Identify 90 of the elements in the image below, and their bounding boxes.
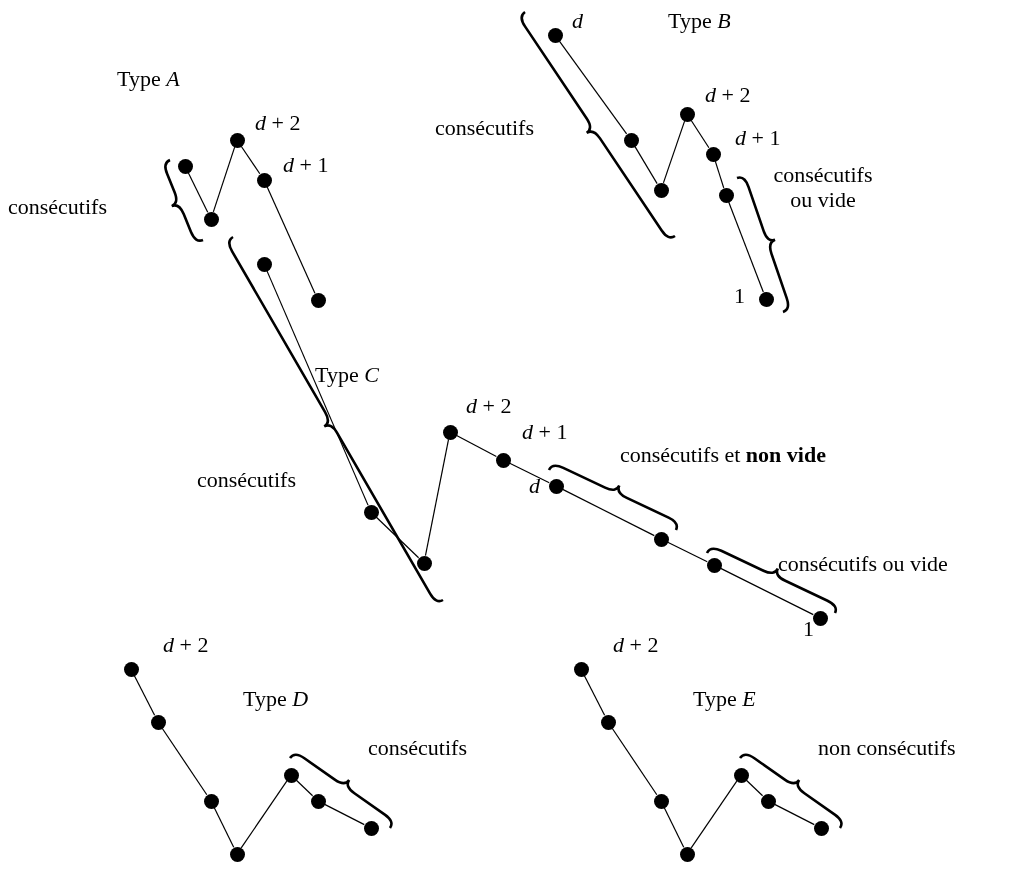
connecting-line xyxy=(562,488,655,537)
point xyxy=(495,452,511,468)
annotation-text: non consécutifs xyxy=(818,735,956,761)
point xyxy=(600,714,616,730)
connecting-line xyxy=(662,120,686,184)
point-label: d xyxy=(572,8,583,34)
point-label: d + 2 xyxy=(466,393,512,419)
connecting-line xyxy=(774,803,815,826)
connecting-line xyxy=(295,779,314,797)
point xyxy=(283,767,299,783)
point xyxy=(679,106,695,122)
point xyxy=(705,146,721,162)
point xyxy=(679,846,695,862)
point-label: 1 xyxy=(803,616,814,642)
connecting-line xyxy=(456,434,497,458)
point xyxy=(653,531,669,547)
point-label: d + 2 xyxy=(613,632,659,658)
point xyxy=(203,793,219,809)
annotation-text: consécutifs ou vide xyxy=(772,162,874,213)
point xyxy=(177,158,193,174)
connecting-line xyxy=(745,779,764,797)
point xyxy=(812,610,828,626)
annotation-text: consécutifs xyxy=(8,194,107,220)
connecting-line xyxy=(324,803,365,826)
point xyxy=(229,132,245,148)
connecting-line xyxy=(161,727,208,796)
annotation-text: Type D xyxy=(243,686,309,712)
annotation-text: Type C xyxy=(315,362,379,388)
point xyxy=(548,478,564,494)
point xyxy=(256,256,272,272)
annotation-text: consécutifs et non vide xyxy=(620,442,826,468)
connecting-line xyxy=(558,40,628,135)
connecting-line xyxy=(611,727,658,796)
point xyxy=(758,291,774,307)
annotation-text: consécutifs ou vide xyxy=(778,551,948,577)
point xyxy=(229,846,245,862)
point xyxy=(123,661,139,677)
annotation-text: Type B xyxy=(668,8,731,34)
point xyxy=(573,661,589,677)
point xyxy=(363,504,379,520)
point xyxy=(733,767,749,783)
connecting-line xyxy=(583,675,606,716)
annotation-text: Type E xyxy=(693,686,756,712)
connecting-line xyxy=(240,780,288,849)
connecting-line xyxy=(375,516,420,559)
point xyxy=(653,793,669,809)
point xyxy=(416,555,432,571)
point-label: d + 1 xyxy=(735,125,781,151)
connecting-line xyxy=(720,567,814,616)
connecting-line xyxy=(634,145,658,185)
annotation-text: consécutifs xyxy=(368,735,467,761)
connecting-line xyxy=(728,201,764,293)
point xyxy=(150,714,166,730)
connecting-line xyxy=(424,438,450,557)
point xyxy=(718,187,734,203)
connecting-line xyxy=(133,675,156,716)
connecting-line xyxy=(212,146,236,213)
point xyxy=(310,292,326,308)
point-label: d + 2 xyxy=(255,110,301,136)
connecting-line xyxy=(240,145,261,175)
connecting-line xyxy=(667,541,708,563)
annotation-text: Type A xyxy=(117,66,180,92)
point-label: 1 xyxy=(734,283,745,309)
point-label: d + 1 xyxy=(283,152,329,178)
connecting-line xyxy=(266,186,316,294)
point-label: d xyxy=(529,473,540,499)
connecting-line xyxy=(213,807,235,848)
annotation-text: consécutifs xyxy=(197,467,296,493)
point xyxy=(442,424,458,440)
point xyxy=(653,182,669,198)
point xyxy=(813,820,829,836)
point xyxy=(363,820,379,836)
point-label: d + 1 xyxy=(522,419,568,445)
connecting-line xyxy=(187,172,209,213)
connecting-line xyxy=(509,462,550,484)
connecting-line xyxy=(266,270,369,506)
point xyxy=(623,132,639,148)
point xyxy=(547,27,563,43)
point-label: d + 2 xyxy=(705,82,751,108)
connecting-line xyxy=(714,160,725,189)
connecting-line xyxy=(690,780,738,849)
point xyxy=(310,793,326,809)
annotation-text: consécutifs xyxy=(435,115,534,141)
point xyxy=(256,172,272,188)
point xyxy=(706,557,722,573)
point xyxy=(760,793,776,809)
point xyxy=(203,211,219,227)
connecting-line xyxy=(690,119,710,149)
connecting-line xyxy=(663,807,685,848)
point-label: d + 2 xyxy=(163,632,209,658)
